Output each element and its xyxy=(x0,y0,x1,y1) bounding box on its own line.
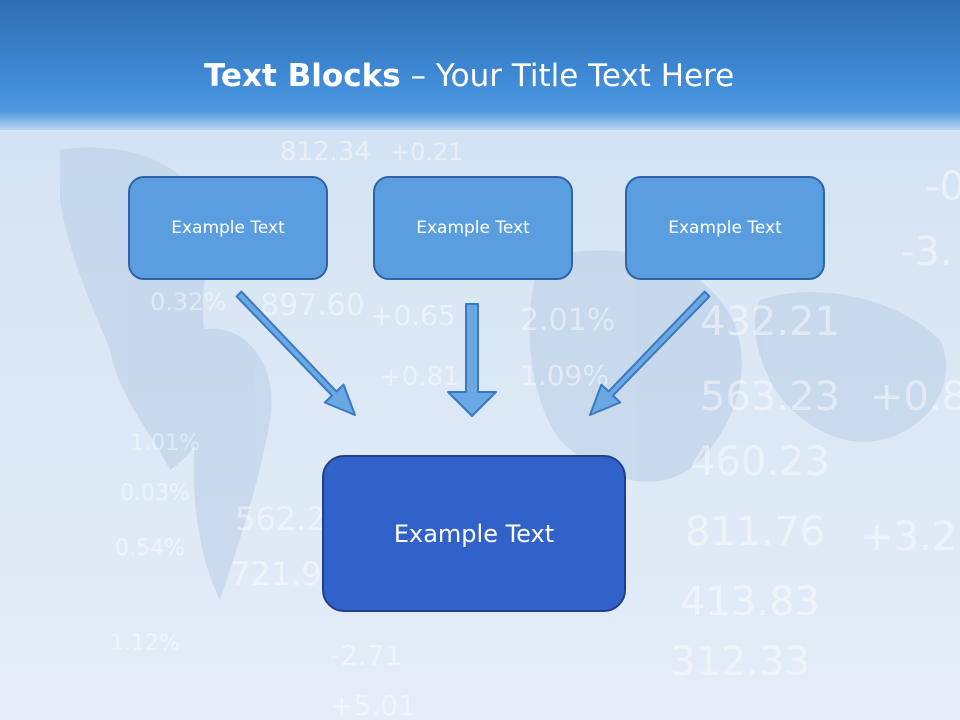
background-number: 0.54% xyxy=(115,536,185,561)
background-number: 1.01% xyxy=(130,431,200,456)
background-number: 312.33 xyxy=(670,639,810,685)
target-text-block[interactable]: Example Text xyxy=(322,455,626,612)
arrow-left xyxy=(235,290,356,416)
slide-title: Text Blocks – Your Title Text Here xyxy=(204,52,734,100)
background-number: 1.09% xyxy=(520,359,609,392)
background-number: 460.23 xyxy=(690,439,830,485)
background-number: -2.71 xyxy=(330,639,402,672)
text-block-2-label: Example Text xyxy=(416,218,530,238)
title-rest: – Your Title Text Here xyxy=(400,58,735,94)
background-number: +0.21 xyxy=(390,138,464,166)
background-number: 563.23 xyxy=(700,374,840,420)
text-block-1-label: Example Text xyxy=(171,218,285,238)
text-block-3[interactable]: Example Text xyxy=(625,176,825,280)
text-block-1[interactable]: Example Text xyxy=(128,176,328,280)
background-number: -0. xyxy=(925,164,960,210)
background-number: 897.60 xyxy=(260,288,365,323)
background-number: 1.12% xyxy=(110,631,180,656)
background-number: 0.32% xyxy=(150,288,226,316)
text-block-3-label: Example Text xyxy=(668,218,782,238)
background-number: 812.34 xyxy=(280,137,371,167)
target-text-block-label: Example Text xyxy=(393,519,555,548)
text-block-2[interactable]: Example Text xyxy=(373,176,573,280)
arrow-right xyxy=(589,290,711,416)
background-number: +5.01 xyxy=(330,689,416,720)
background-number: 2.01% xyxy=(520,303,615,338)
background-number: 432.21 xyxy=(700,299,840,345)
arrow-center xyxy=(447,303,497,417)
background-number: 811.76 xyxy=(685,509,825,555)
background-number: 0.03% xyxy=(120,481,190,506)
background-number: 413.83 xyxy=(680,579,820,625)
background-number: -3. xyxy=(900,229,953,275)
background-number: +0.8 xyxy=(870,374,960,420)
background-number: +3.2 xyxy=(860,514,957,560)
title-bar: Text Blocks – Your Title Text Here xyxy=(0,0,960,130)
background-number: +0.65 xyxy=(370,299,456,332)
background-number: +0.81 xyxy=(380,362,460,392)
title-bold: Text Blocks xyxy=(204,58,401,94)
